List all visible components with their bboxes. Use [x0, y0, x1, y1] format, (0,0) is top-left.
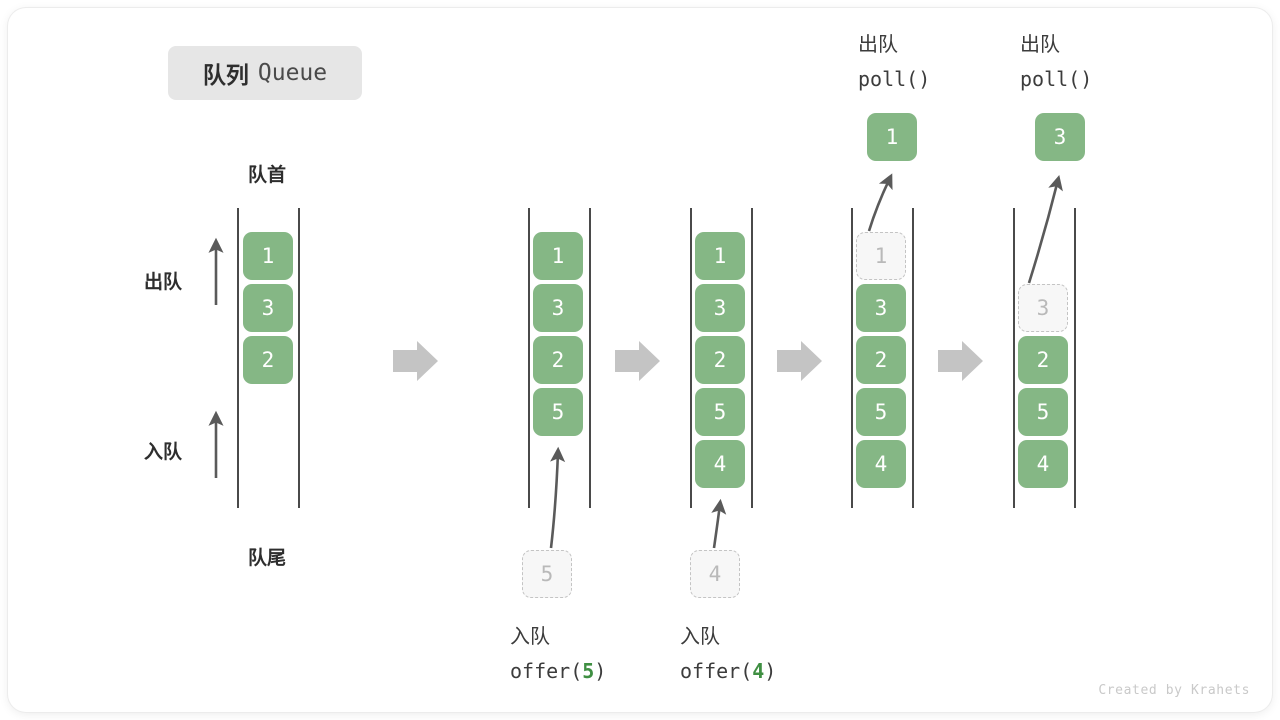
operation-label-offer-5: 入队 offer(5)	[510, 620, 606, 689]
queue-rail-left-1	[237, 208, 239, 508]
queue-element: 2	[856, 336, 906, 384]
incoming-element-ghost: 5	[522, 550, 572, 598]
dequeue-direction-label: 出队	[144, 272, 183, 293]
diagram-title-pill: 队列 Queue	[168, 46, 362, 100]
queue-element: 1	[695, 232, 745, 280]
operation-arg: 4	[752, 659, 765, 683]
title-english: Queue	[257, 60, 328, 86]
operation-label-poll-3: 出队 poll()	[1020, 28, 1092, 97]
queue-rail-right-3	[751, 208, 753, 508]
operation-fn: poll()	[858, 67, 931, 91]
operation-arg: 5	[582, 659, 595, 683]
queue-tail-label: 队尾	[247, 548, 286, 569]
operation-label-poll-1: 出队 poll()	[858, 28, 930, 97]
polled-element: 3	[1035, 113, 1085, 161]
queue-element: 2	[533, 336, 583, 384]
queue-element: 4	[1018, 440, 1068, 488]
queue-rail-right-2	[589, 208, 591, 508]
removed-element-ghost: 3	[1018, 284, 1068, 332]
queue-element: 5	[1018, 388, 1068, 436]
queue-element-new: 5	[533, 388, 583, 436]
queue-head-label: 队首	[247, 165, 286, 186]
queue-rail-left-5	[1013, 208, 1015, 508]
operation-label-cn: 入队	[680, 626, 720, 648]
operation-label-offer-4: 入队 offer(4)	[680, 620, 776, 689]
queue-element: 3	[856, 284, 906, 332]
queue-element-new: 4	[695, 440, 745, 488]
enqueue-direction-label: 入队	[144, 442, 183, 463]
queue-element: 1	[243, 232, 293, 280]
queue-element: 3	[243, 284, 293, 332]
credit-text: Created by Krahets	[1098, 683, 1250, 698]
operation-label-cn: 出队	[858, 34, 898, 56]
diagram-card	[8, 8, 1272, 712]
queue-element: 2	[1018, 336, 1068, 384]
operation-label-cn: 出队	[1020, 34, 1060, 56]
queue-rail-right-5	[1074, 208, 1076, 508]
queue-element: 1	[533, 232, 583, 280]
queue-rail-right-1	[298, 208, 300, 508]
operation-fn: poll()	[1020, 67, 1093, 91]
queue-element: 4	[856, 440, 906, 488]
queue-element: 2	[243, 336, 293, 384]
queue-rail-left-4	[851, 208, 853, 508]
queue-rail-left-3	[690, 208, 692, 508]
queue-rail-right-4	[912, 208, 914, 508]
operation-fn-close: )	[594, 659, 607, 683]
removed-element-ghost: 1	[856, 232, 906, 280]
operation-fn-open: offer(	[680, 659, 753, 683]
queue-element: 2	[695, 336, 745, 384]
queue-element: 3	[533, 284, 583, 332]
polled-element: 1	[867, 113, 917, 161]
queue-rail-left-2	[528, 208, 530, 508]
operation-fn-open: offer(	[510, 659, 583, 683]
title-chinese: 队列	[202, 62, 249, 88]
operation-fn-close: )	[764, 659, 777, 683]
queue-element: 5	[695, 388, 745, 436]
queue-element: 5	[856, 388, 906, 436]
queue-element: 3	[695, 284, 745, 332]
operation-label-cn: 入队	[510, 626, 550, 648]
incoming-element-ghost: 4	[690, 550, 740, 598]
